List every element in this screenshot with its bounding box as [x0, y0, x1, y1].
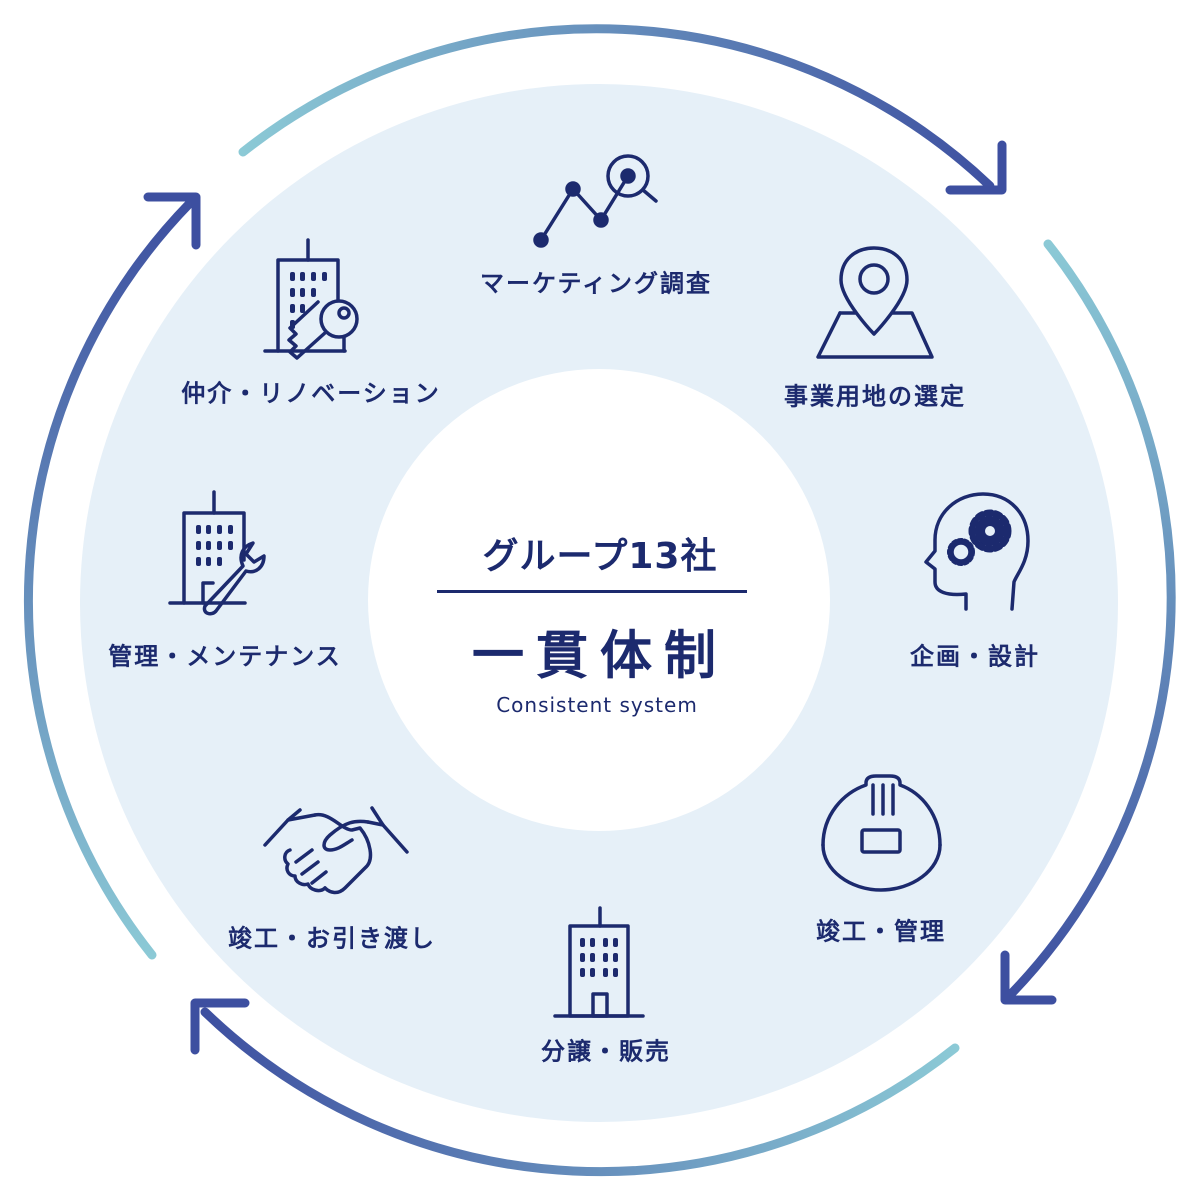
arrow-left — [24, 198, 195, 960]
step-label-maintenance: 管理・メンテナンス — [108, 642, 342, 671]
handshake-icon — [263, 806, 409, 895]
step-label-planning-design: 企画・設計 — [910, 642, 1040, 671]
chart-search-icon — [533, 154, 658, 248]
step-label-handover: 竣工・お引き渡し — [228, 924, 436, 953]
center-divider — [437, 590, 747, 593]
center-subtitle: Consistent system — [496, 693, 698, 717]
center-heading: グループ13社 — [482, 536, 718, 577]
hard-hat-icon — [821, 774, 942, 892]
head-gears-icon — [924, 492, 1030, 611]
center-circle — [368, 369, 830, 831]
map-pin-icon — [816, 246, 934, 359]
arrow-right-head — [1000, 950, 1057, 1005]
building-key-icon — [263, 238, 359, 360]
center-title: 一貫体制 — [471, 626, 729, 687]
building-wrench-icon — [168, 490, 266, 616]
step-label-sales: 分譲・販売 — [541, 1037, 671, 1066]
step-label-land-selection: 事業用地の選定 — [784, 382, 966, 411]
building-key-windows — [290, 272, 327, 329]
building-windows — [580, 938, 618, 977]
arrow-top-head — [945, 140, 1007, 195]
building-wrench-windows — [196, 525, 233, 566]
arrow-right — [1007, 239, 1176, 998]
arrow-bottom-head — [190, 998, 250, 1055]
step-label-marketing: マーケティング調査 — [479, 269, 713, 298]
step-label-brokerage-renovation: 仲介・リノベーション — [181, 379, 441, 408]
arrow-bottom — [200, 1007, 960, 1177]
building-icon — [553, 906, 645, 1018]
arrow-top — [238, 24, 995, 191]
step-label-completion-management: 竣工・管理 — [816, 917, 946, 946]
arrow-left-head — [143, 192, 201, 250]
